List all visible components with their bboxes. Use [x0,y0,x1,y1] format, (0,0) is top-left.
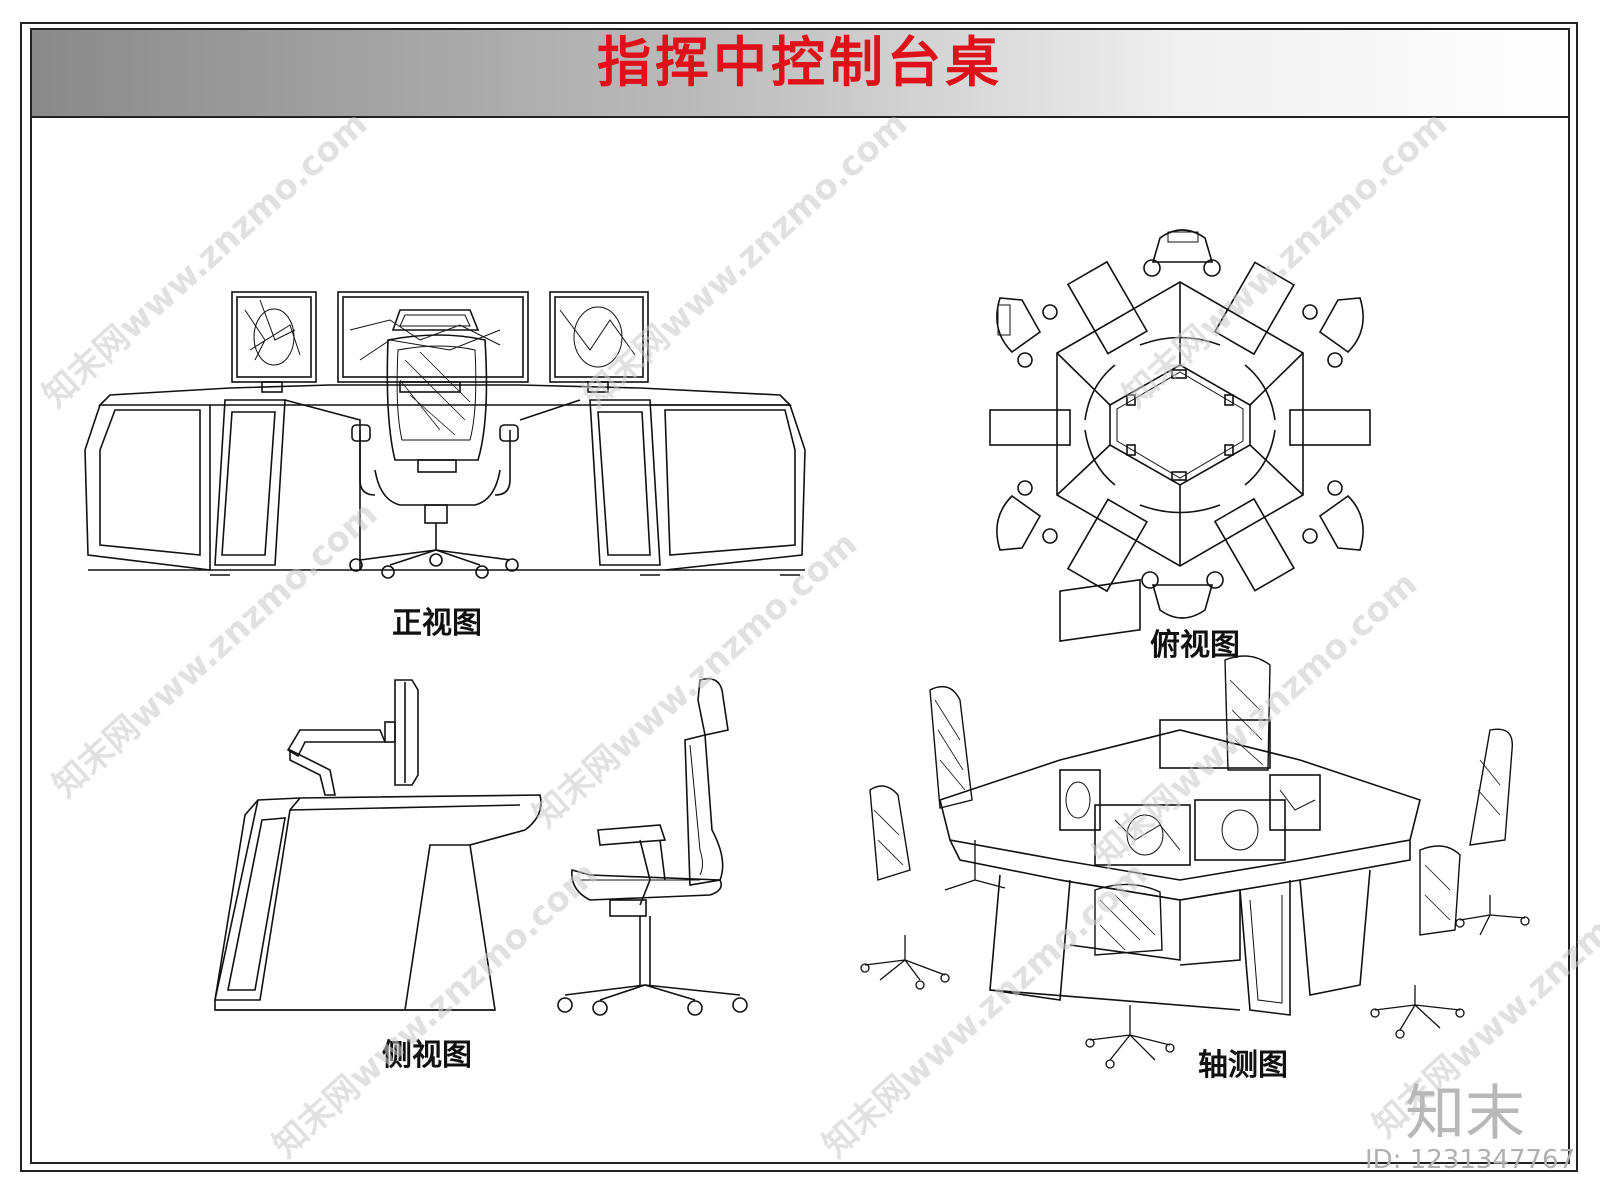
top-chair-sw [996,480,1058,551]
front-monitor-left [231,291,317,393]
axonometric-view-label: 轴测图 [1198,1048,1288,1083]
front-view-drawing [84,291,806,579]
image-id: ID: 1231347767 [1365,1145,1576,1175]
title-bar [30,28,1570,118]
brand-logo: 知末 [1405,1079,1525,1149]
top-chair-se [1302,480,1364,551]
axo-chairs [869,655,1514,956]
top-view-drawing [989,229,1371,619]
top-chair-north [1143,229,1221,277]
top-chair-nw [996,297,1058,368]
top-chair-south [1141,571,1224,619]
front-desk-top [98,384,792,406]
side-view-label: 侧视图 [382,1038,472,1073]
front-monitor-center [337,291,529,393]
axonometric-drawing [860,578,1530,1069]
front-monitor-right [549,291,649,393]
axo-monitors [1059,578,1321,866]
top-chair-ne [1302,297,1364,368]
side-view-desk [214,679,542,1011]
front-chair [349,309,519,579]
side-view-chair [557,677,748,1016]
top-view-label: 俯视图 [1150,628,1240,663]
front-view-label: 正视图 [392,606,482,641]
axo-chair-bases [860,840,1530,1069]
outer-frame [20,22,1578,1172]
drawing-frame [30,118,1570,1164]
page-title: 指挥中控制台桌 [597,31,1003,94]
